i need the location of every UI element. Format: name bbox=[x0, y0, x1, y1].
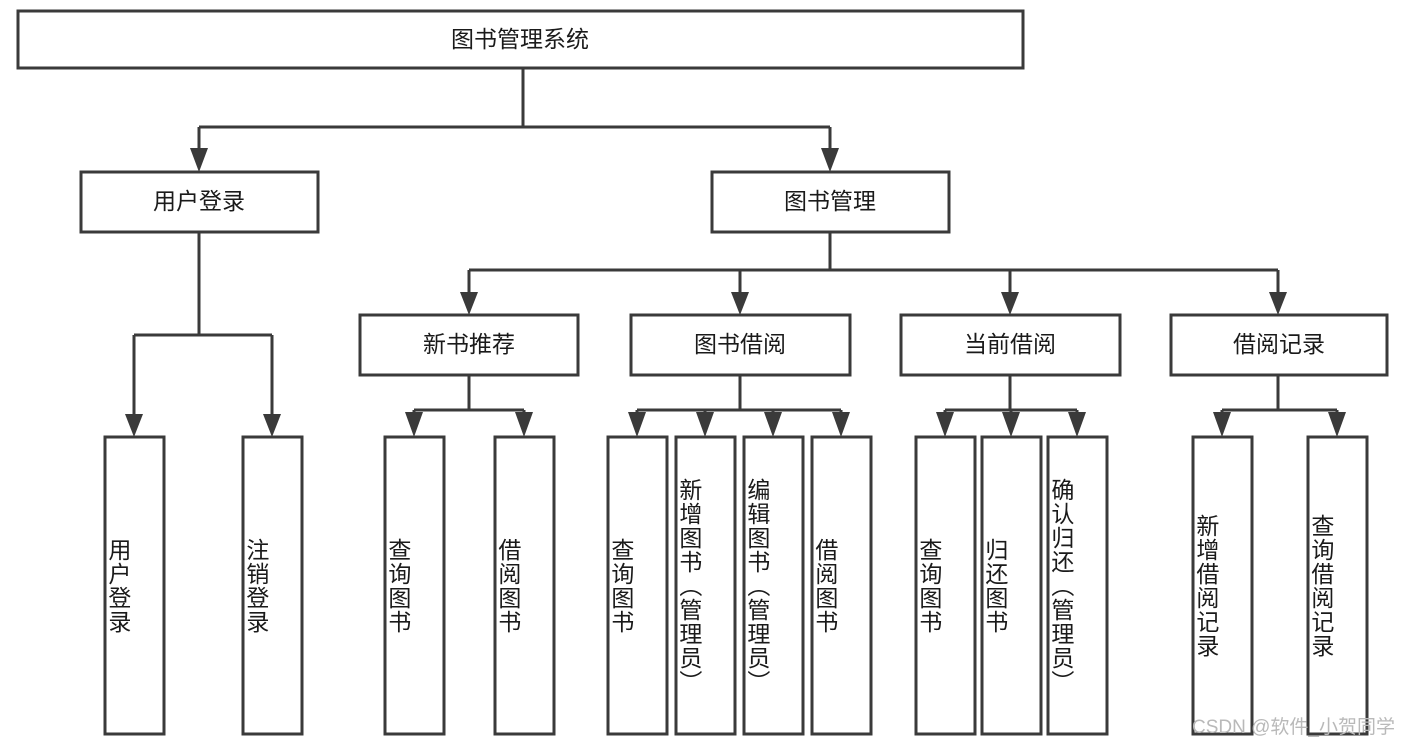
leaf-book-borrow-query-label: 查询图书 bbox=[607, 537, 634, 634]
leaf-borrow-record-add-box[interactable] bbox=[1191, 435, 1254, 736]
node-current-borrow-box[interactable] bbox=[899, 313, 1122, 377]
leaf-borrow-record-query-box[interactable] bbox=[1306, 435, 1369, 736]
node-user-login-box[interactable] bbox=[79, 170, 320, 234]
leaf-new-book-borrow-label-wrap: 借阅图书 bbox=[494, 537, 521, 634]
arrow-userlogin-leaf-1 bbox=[125, 414, 143, 437]
leaf-user-login-logout-box[interactable] bbox=[241, 435, 304, 736]
arrow-currentborrow-leaf-1 bbox=[936, 412, 954, 437]
leaf-current-borrow-query-label-wrap: 查询图书 bbox=[915, 537, 942, 634]
leaf-user-login-login-label-wrap: 用户登录 bbox=[104, 537, 131, 634]
node-root-box[interactable] bbox=[16, 9, 1025, 70]
leaf-current-borrow-return[interactable]: 归还图书 bbox=[980, 435, 1043, 736]
leaf-user-login-logout-label: 注销登录 bbox=[242, 537, 269, 634]
node-book-borrow-box[interactable] bbox=[629, 313, 852, 377]
arrow-root-to-book-manage bbox=[821, 148, 839, 172]
leaf-borrow-record-query[interactable]: 查询借阅记录 bbox=[1306, 435, 1369, 736]
csdn-watermark: CSDN @软件_小贺同学 bbox=[1192, 716, 1395, 738]
node-new-book-recommend[interactable]: 新书推荐 bbox=[358, 313, 580, 377]
arrow-userlogin-leaf-2 bbox=[263, 414, 281, 437]
leaf-book-borrow-add-label: 新增图书（管理员） bbox=[675, 477, 702, 694]
leaf-book-borrow-borrow[interactable]: 借阅图书 bbox=[810, 435, 873, 736]
connector-layer bbox=[125, 68, 1346, 437]
leaf-user-login-login-box[interactable] bbox=[103, 435, 166, 736]
leaf-new-book-borrow[interactable]: 借阅图书 bbox=[493, 435, 556, 736]
leaf-book-borrow-add[interactable]: 新增图书（管理员） bbox=[674, 435, 737, 736]
node-root-label: 图书管理系统 bbox=[451, 26, 589, 52]
leaf-new-book-borrow-box[interactable] bbox=[493, 435, 556, 736]
arrow-bm-to-new-book bbox=[460, 292, 478, 315]
leaf-user-login-login[interactable]: 用户登录 bbox=[103, 435, 166, 736]
arrow-borrowrecord-leaf-2 bbox=[1328, 412, 1346, 437]
leaf-borrow-record-add[interactable]: 新增借阅记录 bbox=[1191, 435, 1254, 736]
leaf-user-login-login-label: 用户登录 bbox=[104, 537, 131, 634]
arrow-borrowrecord-leaf-1 bbox=[1213, 412, 1231, 437]
leaf-book-borrow-query[interactable]: 查询图书 bbox=[606, 435, 669, 736]
leaf-book-borrow-edit-box[interactable] bbox=[742, 435, 805, 736]
arrow-bookborrow-leaf-3 bbox=[764, 412, 782, 437]
leaf-new-book-query-box[interactable] bbox=[383, 435, 446, 736]
arrow-root-to-user-login bbox=[190, 148, 208, 172]
arrow-newbook-leaf-1 bbox=[405, 412, 423, 437]
leaf-book-borrow-borrow-label-wrap: 借阅图书 bbox=[811, 537, 838, 634]
node-borrow-record[interactable]: 借阅记录 bbox=[1169, 313, 1389, 377]
leaf-book-borrow-edit[interactable]: 编辑图书（管理员） bbox=[742, 435, 805, 736]
leaf-current-borrow-query-label: 查询图书 bbox=[915, 537, 942, 634]
leaf-borrow-record-add-label: 新增借阅记录 bbox=[1192, 513, 1219, 658]
arrow-currentborrow-leaf-2 bbox=[1002, 412, 1020, 437]
arrow-newbook-leaf-2 bbox=[515, 412, 533, 437]
leaf-book-borrow-borrow-label: 借阅图书 bbox=[811, 537, 838, 634]
leaf-current-borrow-confirm-return-box[interactable] bbox=[1046, 435, 1109, 736]
arrow-bookborrow-leaf-4 bbox=[832, 412, 850, 437]
node-borrow-record-label: 借阅记录 bbox=[1233, 331, 1325, 357]
leaf-current-borrow-confirm-return[interactable]: 确认归还（管理员） bbox=[1046, 435, 1109, 736]
node-book-management-box[interactable] bbox=[710, 170, 951, 234]
leaf-book-borrow-borrow-box[interactable] bbox=[810, 435, 873, 736]
node-root-book-management-system[interactable]: 图书管理系统 bbox=[16, 9, 1025, 70]
arrow-currentborrow-leaf-3 bbox=[1068, 412, 1086, 437]
leaf-user-login-logout-label-wrap: 注销登录 bbox=[242, 537, 269, 634]
node-new-book-recommend-box[interactable] bbox=[358, 313, 580, 377]
arrow-bookborrow-leaf-2 bbox=[696, 412, 714, 437]
node-current-borrow[interactable]: 当前借阅 bbox=[899, 313, 1122, 377]
arrow-bm-to-borrow-record bbox=[1269, 292, 1287, 315]
leaf-book-borrow-add-label-wrap: 新增图书（管理员） bbox=[675, 477, 702, 694]
node-user-login-label: 用户登录 bbox=[153, 188, 245, 214]
leaf-borrow-record-query-label-wrap: 查询借阅记录 bbox=[1307, 513, 1334, 658]
leaf-current-borrow-return-label: 归还图书 bbox=[981, 537, 1008, 634]
leaf-borrow-record-query-label: 查询借阅记录 bbox=[1307, 513, 1334, 658]
leaf-book-borrow-edit-label: 编辑图书（管理员） bbox=[743, 477, 770, 694]
leaf-current-borrow-query-box[interactable] bbox=[914, 435, 977, 736]
node-current-borrow-label: 当前借阅 bbox=[964, 331, 1056, 357]
leaf-book-borrow-add-box[interactable] bbox=[674, 435, 737, 736]
leaf-new-book-query-label-wrap: 查询图书 bbox=[384, 537, 411, 634]
arrow-bm-to-book-borrow bbox=[731, 292, 749, 315]
node-book-borrow-label: 图书借阅 bbox=[694, 331, 786, 357]
leaf-new-book-query[interactable]: 查询图书 bbox=[383, 435, 446, 736]
leaf-current-borrow-confirm-return-label-wrap: 确认归还（管理员） bbox=[1047, 477, 1074, 694]
leaf-current-borrow-query[interactable]: 查询图书 bbox=[914, 435, 977, 736]
node-new-book-recommend-label: 新书推荐 bbox=[423, 331, 515, 357]
leaf-current-borrow-confirm-return-label: 确认归还（管理员） bbox=[1047, 477, 1074, 694]
leaf-new-book-borrow-label: 借阅图书 bbox=[494, 537, 521, 634]
leaf-current-borrow-return-label-wrap: 归还图书 bbox=[981, 537, 1008, 634]
node-book-borrow[interactable]: 图书借阅 bbox=[629, 313, 852, 377]
arrow-bm-to-current-borrow bbox=[1001, 292, 1019, 315]
leaf-borrow-record-add-label-wrap: 新增借阅记录 bbox=[1192, 513, 1219, 658]
leaf-new-book-query-label: 查询图书 bbox=[384, 537, 411, 634]
node-borrow-record-box[interactable] bbox=[1169, 313, 1389, 377]
arrow-bookborrow-leaf-1 bbox=[628, 412, 646, 437]
leaf-current-borrow-return-box[interactable] bbox=[980, 435, 1043, 736]
node-book-management-label: 图书管理 bbox=[784, 188, 876, 214]
node-book-management[interactable]: 图书管理 bbox=[710, 170, 951, 234]
leaf-user-login-logout[interactable]: 注销登录 bbox=[241, 435, 304, 736]
leaf-book-borrow-query-label-wrap: 查询图书 bbox=[607, 537, 634, 634]
node-user-login[interactable]: 用户登录 bbox=[79, 170, 320, 234]
leaf-book-borrow-edit-label-wrap: 编辑图书（管理员） bbox=[743, 477, 770, 694]
leaf-book-borrow-query-box[interactable] bbox=[606, 435, 669, 736]
